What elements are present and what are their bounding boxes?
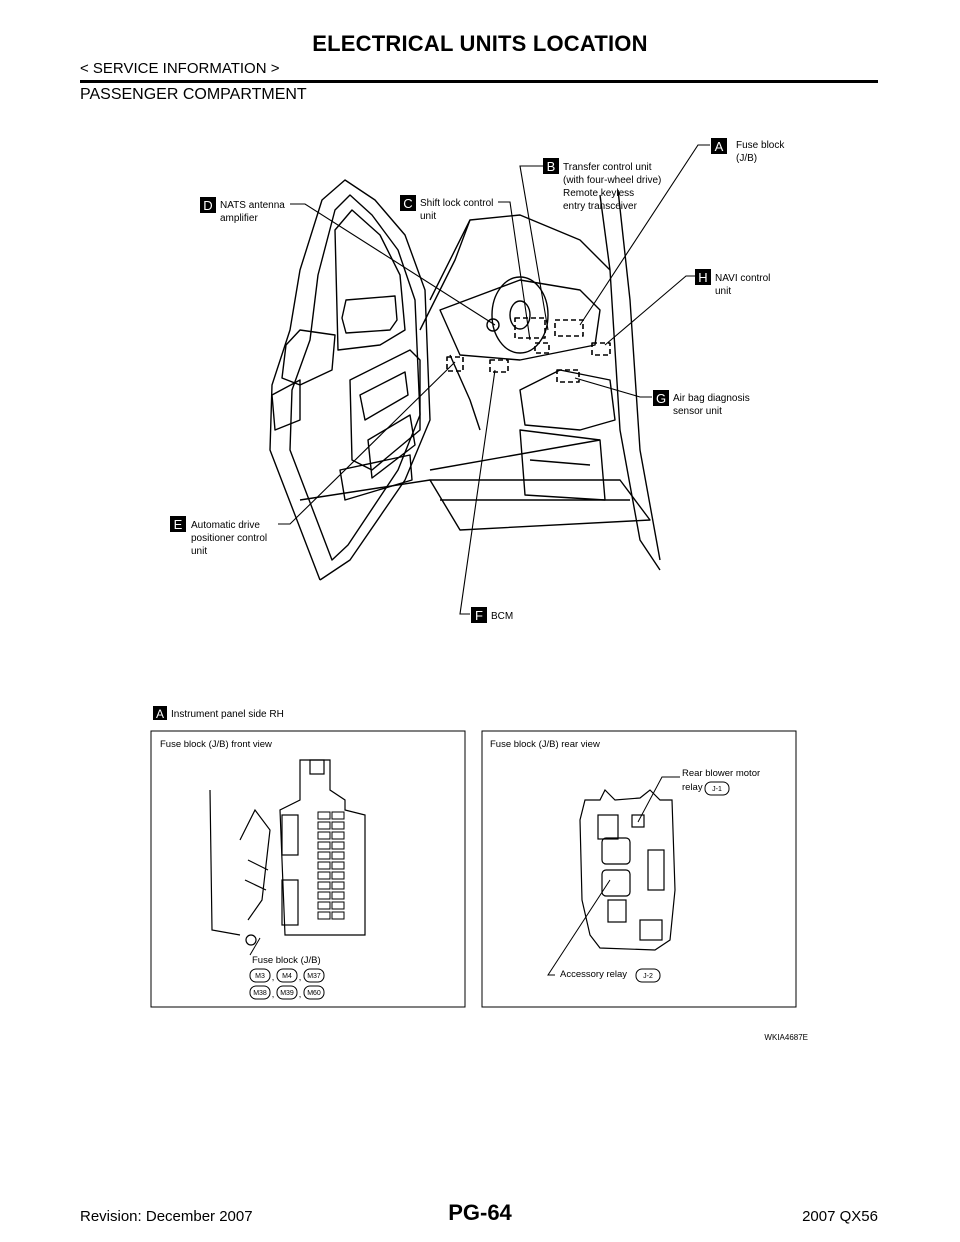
- svg-text:M60: M60: [307, 990, 321, 997]
- svg-text:,: ,: [299, 972, 302, 982]
- svg-text:A: A: [156, 707, 164, 721]
- svg-text:J-2: J-2: [643, 973, 653, 980]
- svg-text:BCM: BCM: [491, 611, 513, 622]
- svg-text:unit: unit: [715, 286, 731, 297]
- footer-page-number: PG-64: [448, 1200, 512, 1225]
- svg-text:H: H: [698, 270, 707, 285]
- svg-text:Fuse block (J/B) rear view: Fuse block (J/B) rear view: [490, 739, 600, 750]
- svg-text:relay: relay: [682, 782, 703, 793]
- svg-text:,: ,: [299, 989, 302, 999]
- svg-text:NAVI control: NAVI control: [715, 273, 770, 284]
- svg-text:Remote keyless: Remote keyless: [563, 188, 634, 199]
- callout-shift-lock-control-unit: C Shift lock control unit: [400, 195, 493, 222]
- svg-text:C: C: [403, 196, 412, 211]
- svg-text:M37: M37: [307, 973, 321, 980]
- svg-text:A: A: [715, 139, 724, 154]
- fuse-block-rear-view: Fuse block (J/B) rear view Rear blower m…: [481, 730, 797, 1008]
- callout-nats-antenna-amplifier: D NATS antenna amplifier: [200, 197, 285, 224]
- detail-heading: A Instrument panel side RH: [153, 706, 284, 721]
- section-heading: PASSENGER COMPARTMENT: [80, 86, 307, 103]
- svg-text:amplifier: amplifier: [220, 213, 258, 224]
- callout-fuse-block: A Fuse block (J/B): [711, 138, 785, 164]
- svg-text:Shift lock control: Shift lock control: [420, 198, 493, 209]
- svg-text:unit: unit: [191, 546, 207, 557]
- svg-text:Air bag diagnosis: Air bag diagnosis: [673, 393, 750, 404]
- svg-text:G: G: [656, 391, 666, 406]
- fuse-block-front-view: Fuse block (J/B) front view Fus: [150, 730, 466, 1008]
- cabin-illustration: [269, 179, 661, 581]
- page-title: ELECTRICAL UNITS LOCATION: [312, 31, 648, 56]
- svg-text:NATS antenna: NATS antenna: [220, 200, 285, 211]
- svg-text:D: D: [203, 198, 212, 213]
- footer-revision: Revision: December 2007: [80, 1208, 253, 1225]
- callout-transfer-control-unit: B Transfer control unit (with four-wheel…: [543, 158, 661, 212]
- svg-text:unit: unit: [420, 211, 436, 222]
- callout-bcm: F BCM: [471, 607, 513, 623]
- svg-text:(with four-wheel drive): (with four-wheel drive): [563, 175, 661, 186]
- svg-text:positioner control: positioner control: [191, 533, 267, 544]
- breadcrumb: < SERVICE INFORMATION >: [80, 60, 280, 77]
- leader-lines: [278, 144, 710, 615]
- header-rule: [80, 80, 878, 83]
- svg-text:J-1: J-1: [712, 786, 722, 793]
- svg-text:Fuse block (J/B) front view: Fuse block (J/B) front view: [160, 739, 272, 750]
- svg-text:Automatic drive: Automatic drive: [191, 520, 260, 531]
- svg-text:Fuse block (J/B): Fuse block (J/B): [252, 955, 321, 966]
- svg-text:sensor unit: sensor unit: [673, 406, 722, 417]
- svg-text:M38: M38: [253, 990, 267, 997]
- figure-code: WKIA4687E: [764, 1033, 808, 1042]
- svg-text:,: ,: [272, 989, 275, 999]
- svg-text:Fuse block: Fuse block: [736, 140, 785, 151]
- svg-text:M39: M39: [280, 990, 294, 997]
- svg-text:entry transceiver: entry transceiver: [563, 201, 638, 212]
- callout-automatic-drive-positioner: E Automatic drive positioner control uni…: [170, 516, 267, 557]
- svg-text:Accessory relay: Accessory relay: [560, 969, 627, 980]
- svg-text:Transfer control unit: Transfer control unit: [563, 162, 652, 173]
- svg-text:B: B: [547, 159, 556, 174]
- svg-text:F: F: [475, 608, 483, 623]
- svg-text:E: E: [174, 517, 183, 532]
- callout-navi-control-unit: H NAVI control unit: [695, 269, 770, 297]
- footer-model: 2007 QX56: [802, 1208, 878, 1225]
- svg-text:M4: M4: [282, 973, 292, 980]
- callout-air-bag-diagnosis-sensor: G Air bag diagnosis sensor unit: [653, 390, 750, 417]
- svg-text:,: ,: [272, 972, 275, 982]
- svg-text:Rear blower motor: Rear blower motor: [682, 768, 760, 779]
- svg-text:(J/B): (J/B): [736, 153, 757, 164]
- svg-text:Instrument panel side RH: Instrument panel side RH: [171, 709, 284, 720]
- svg-text:M3: M3: [255, 973, 265, 980]
